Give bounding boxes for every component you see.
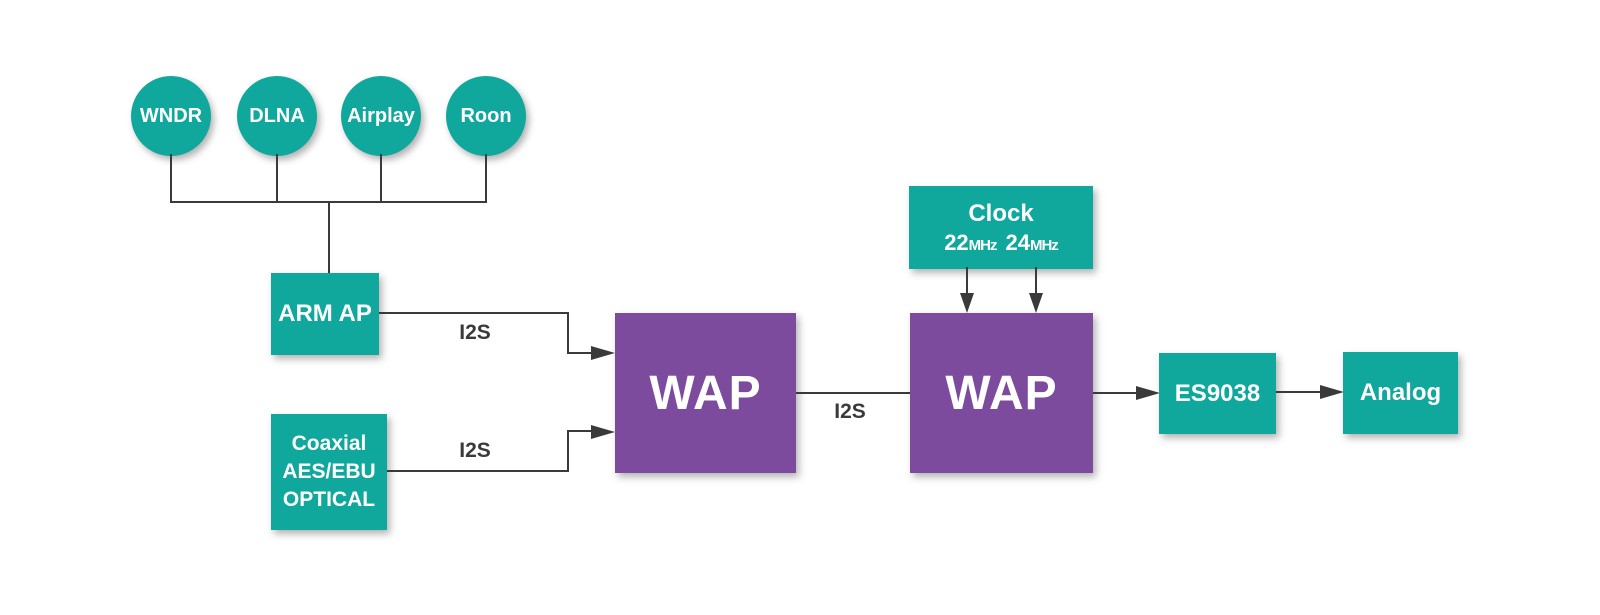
block-wap-1-label: WAP	[649, 366, 762, 420]
connector-clock-1	[966, 267, 968, 295]
connector-airplay-stub	[380, 154, 382, 202]
link-label-i2s-1: I2S	[459, 321, 491, 344]
link-label-i2s-2: I2S	[459, 439, 491, 462]
arrowhead-clock-2	[1029, 293, 1043, 313]
clock-freq1-unit: MHz	[968, 236, 998, 254]
connector-wap2-to-dac	[1093, 392, 1137, 394]
block-es9038-label: ES9038	[1174, 379, 1261, 407]
connector-armap-i2s-h	[379, 312, 569, 314]
block-digital-inputs: Coaxial AES/EBU OPTICAL	[271, 414, 387, 530]
block-analog-label: Analog	[1359, 379, 1442, 406]
connector-digital-i2s-h	[387, 470, 569, 472]
source-label-airplay: Airplay	[347, 104, 415, 127]
source-label-wndr: WNDR	[139, 104, 203, 127]
source-node-dlna: DLNA	[237, 76, 317, 156]
source-label-dlna: DLNA	[249, 104, 305, 127]
digital-input-line-aesebu: AES/EBU	[282, 460, 376, 484]
clock-freq2-value: 24	[1005, 229, 1030, 255]
connector-dac-to-analog	[1276, 391, 1321, 393]
source-node-roon: Roon	[446, 76, 526, 156]
arrowhead-dac-to-analog	[1320, 385, 1344, 399]
connector-wndr-stub	[170, 154, 172, 202]
connector-clock-2	[1035, 267, 1037, 295]
arrowhead-armap-to-wap1	[591, 346, 615, 360]
block-digital-inputs-labels: Coaxial AES/EBU OPTICAL	[282, 430, 375, 513]
block-analog: Analog	[1343, 352, 1458, 434]
digital-input-line-optical: OPTICAL	[282, 487, 376, 511]
block-arm-ap: ARM AP	[271, 273, 379, 355]
link-label-i2s-3: I2S	[834, 400, 866, 423]
block-wap-1: WAP	[615, 313, 796, 473]
connector-digital-i2s-h2	[567, 430, 592, 432]
connector-dlna-stub	[276, 154, 278, 202]
clock-title: Clock	[968, 200, 1034, 228]
connector-digital-i2s-v	[567, 430, 569, 472]
connector-armap-i2s-h2	[567, 352, 592, 354]
arrowhead-digital-to-wap1	[591, 425, 615, 439]
source-node-airplay: Airplay	[341, 76, 421, 156]
digital-input-line-coaxial: Coaxial	[291, 432, 367, 456]
arrowhead-clock-1	[960, 293, 974, 313]
connector-wap1-to-wap2	[796, 392, 910, 394]
clock-freq1-value: 22	[944, 229, 969, 255]
block-es9038: ES9038	[1159, 353, 1276, 434]
connector-armap-i2s-v	[567, 312, 569, 354]
arrowhead-wap2-to-dac	[1136, 386, 1160, 400]
block-wap-2-label: WAP	[945, 366, 1058, 420]
connector-roon-stub	[485, 154, 487, 202]
source-node-wndr: WNDR	[131, 76, 211, 156]
source-label-roon: Roon	[460, 104, 512, 127]
block-arm-ap-label: ARM AP	[278, 300, 372, 327]
clock-freq2-unit: MHz	[1029, 236, 1059, 254]
block-wap-2: WAP	[910, 313, 1093, 473]
connector-bus-to-armap	[328, 202, 330, 273]
